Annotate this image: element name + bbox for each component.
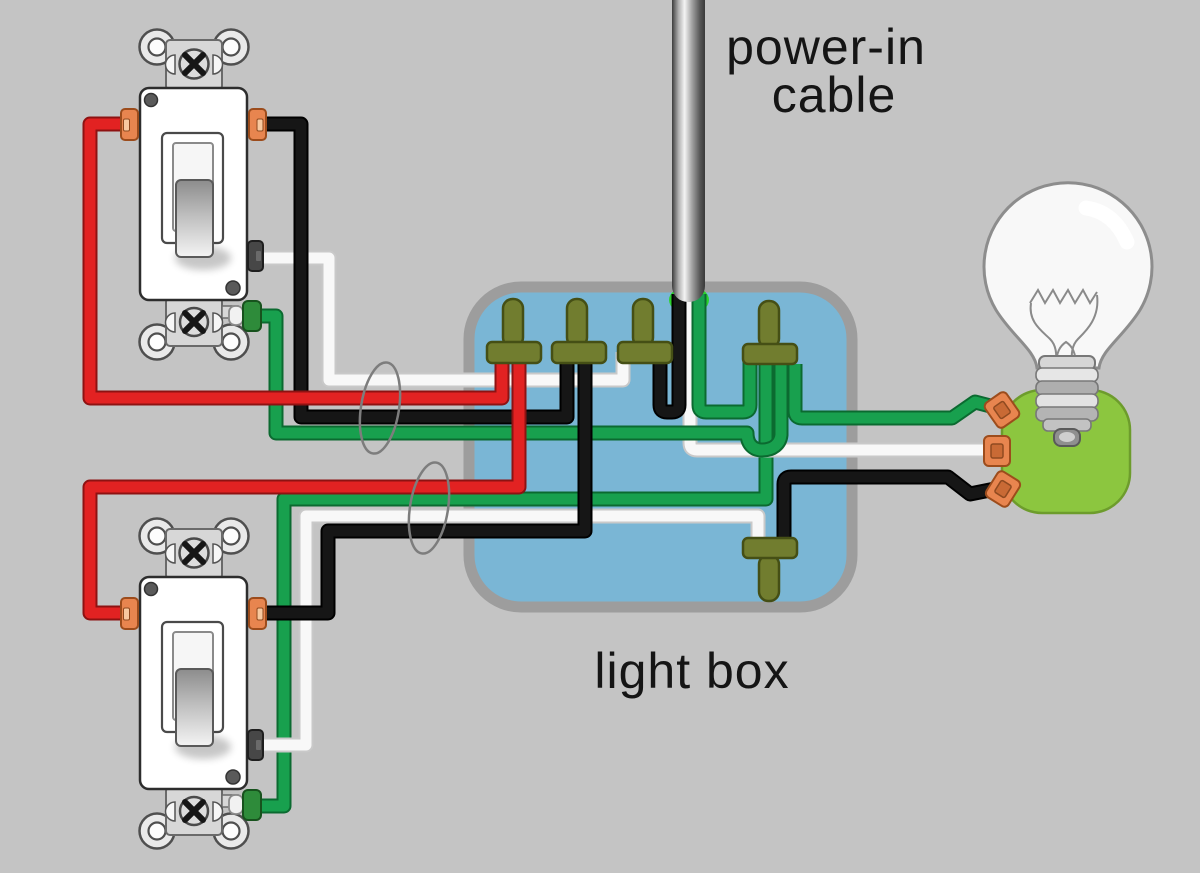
wire-nut-1 [485, 297, 543, 365]
wire-fixture-ground-green [787, 364, 1004, 426]
power-in-cable-label-line2: cable [772, 67, 897, 123]
power-in-cable-label-line1: power-in [726, 19, 926, 75]
wire-traveler-red-switch2 [82, 352, 527, 621]
cable-loop-top [358, 361, 402, 455]
wire-nut-4 [741, 299, 799, 366]
cable-loop-bottom [407, 461, 451, 555]
wire-power-neutral-white [682, 294, 1000, 458]
wire-nut-2 [550, 297, 608, 365]
wire-traveler-red-switch1 [82, 116, 510, 406]
wire-traveler-black-switch2 [250, 352, 593, 621]
bulb-terminal-ground [983, 391, 1021, 429]
bulb-terminal-neutral [983, 435, 1011, 467]
wire-nut-5 [741, 536, 799, 603]
glass-highlight [1078, 200, 1135, 250]
wire-power-hot-black [652, 294, 687, 420]
wire-nut-3 [616, 297, 674, 365]
wire-fixture-hot-black [776, 469, 1002, 545]
wire-traveler-black-switch1 [250, 116, 575, 425]
wire-common-white-switch2 [252, 508, 766, 753]
bulb-glass [982, 181, 1154, 370]
power-in-cable [672, 0, 705, 302]
bulb-screw-base [1035, 355, 1099, 447]
light-bulb [982, 181, 1154, 515]
bulb-terminal-hot [984, 470, 1022, 508]
wire-power-ground-green [691, 294, 758, 420]
light-box-label: light box [594, 643, 789, 699]
wire-ground-green-switch1 [252, 308, 789, 458]
